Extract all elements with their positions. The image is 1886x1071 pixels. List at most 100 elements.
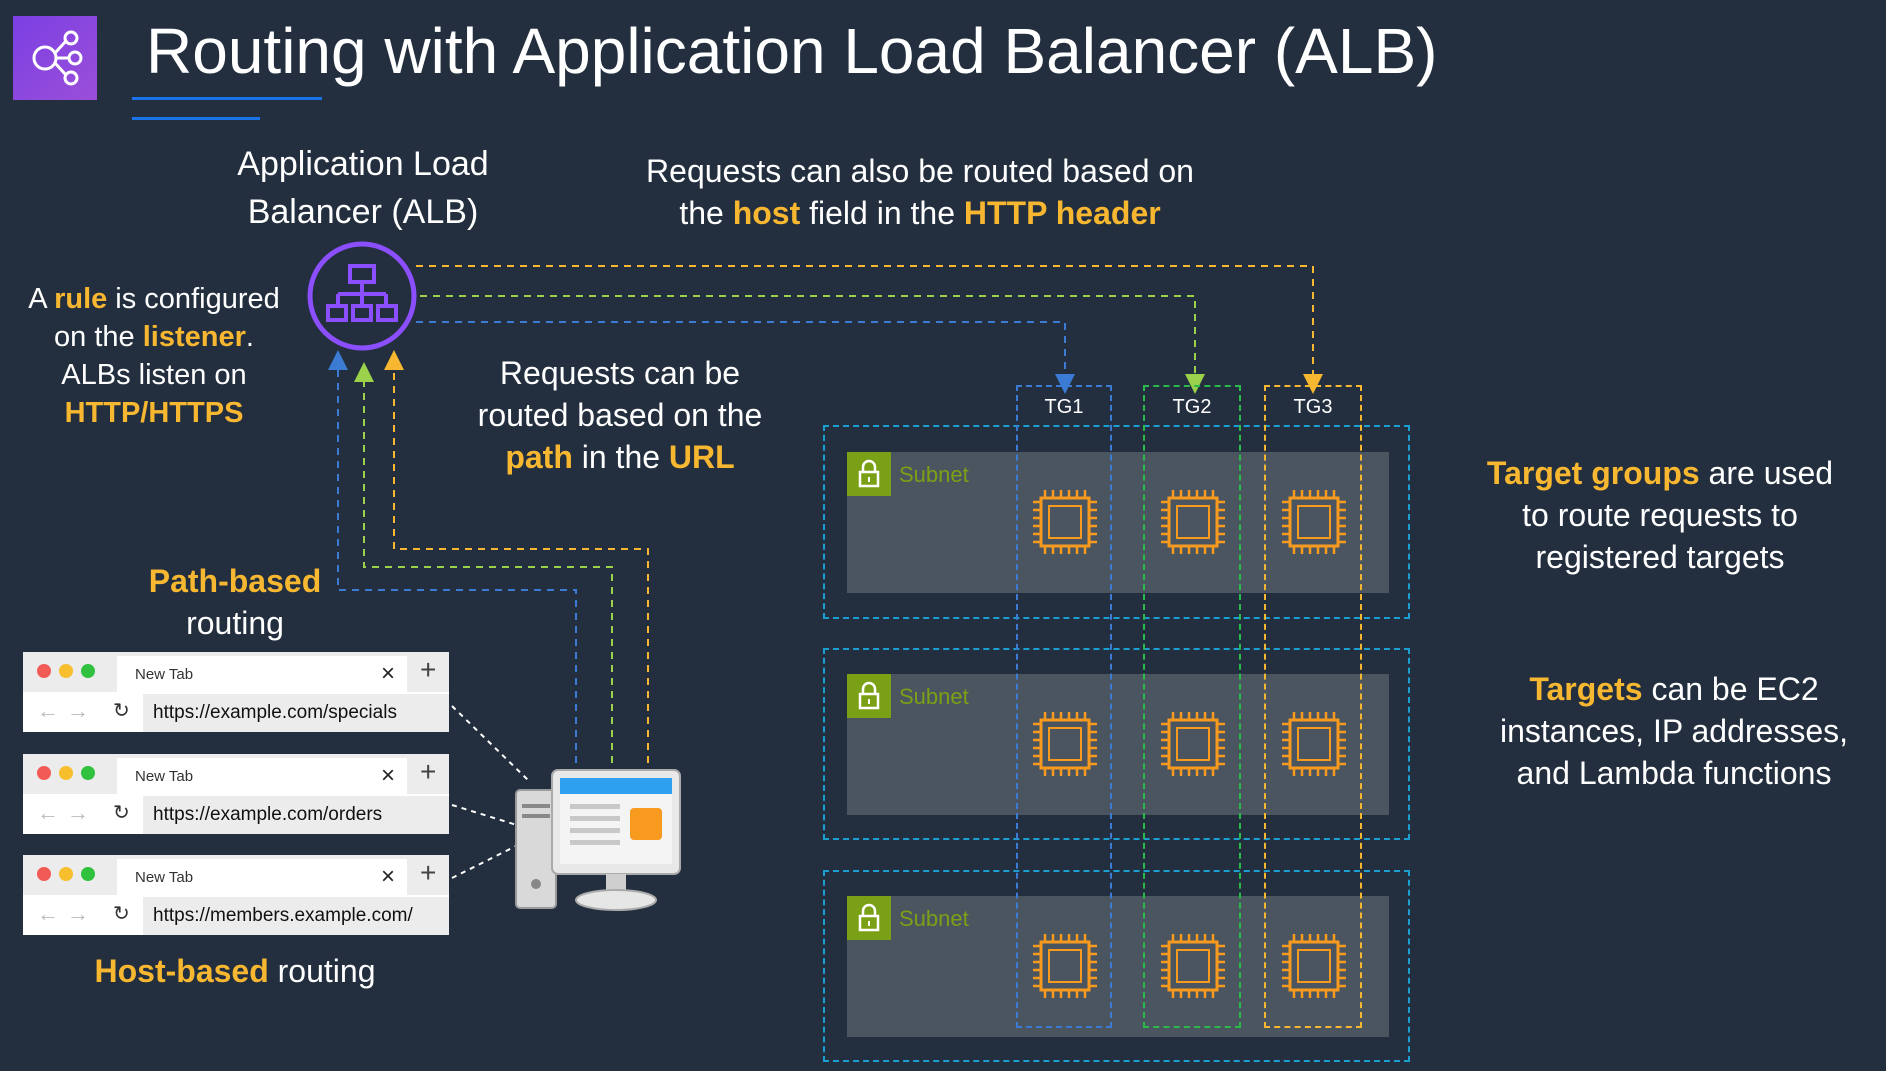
target-group-tg1[interactable] — [1016, 385, 1112, 1028]
target-group-tg3[interactable] — [1264, 385, 1362, 1028]
close-dot[interactable] — [37, 664, 51, 678]
close-icon[interactable]: × — [380, 863, 395, 890]
target-groups-line3: registered targets — [1535, 539, 1785, 575]
application-load-balancer-icon[interactable] — [306, 240, 418, 352]
title-underline — [132, 97, 322, 100]
ec2-instance-chip-icon[interactable] — [1280, 932, 1348, 1000]
browser-window-1: New Tab × + ← → ↻ https://example.com/sp… — [23, 652, 449, 732]
request-line-blue — [328, 350, 577, 763]
close-dot[interactable] — [37, 766, 51, 780]
ec2-instance-chip-icon[interactable] — [1280, 710, 1348, 778]
tab-label: New Tab — [135, 666, 194, 683]
route-line-tg2 — [420, 295, 1205, 394]
url-field[interactable]: https://example.com/specials — [143, 694, 449, 732]
ec2-instance-chip-icon[interactable] — [1031, 488, 1099, 556]
new-tab-icon[interactable]: + — [420, 654, 437, 685]
forward-arrow-icon[interactable]: → — [67, 800, 89, 825]
text-targets: Targets — [1529, 671, 1643, 707]
text-field-in-the: field in the — [800, 195, 964, 231]
tab-label: New Tab — [135, 768, 194, 785]
path-url-line2: routed based on the — [477, 397, 763, 433]
nav-bar: ← → ↻ https://example.com/orders — [23, 794, 449, 834]
text-path-based: Path-based — [148, 563, 322, 599]
maximize-dot[interactable] — [81, 766, 95, 780]
text-host-based: Host-based — [94, 953, 269, 989]
text-routing: routing — [268, 953, 376, 989]
subnet-panel-2: Subnet — [847, 674, 1389, 815]
close-icon[interactable]: × — [380, 660, 395, 687]
target-group-tg2[interactable] — [1143, 385, 1241, 1028]
nav-bar: ← → ↻ https://members.example.com/ — [23, 895, 449, 935]
browser-link-1 — [451, 705, 529, 781]
host-header-line1: Requests can also be routed based on — [646, 153, 1194, 189]
text-listener: listener — [142, 321, 246, 353]
vpc-zone-3 — [823, 870, 1410, 1062]
desktop-computer-icon — [512, 764, 684, 914]
minimize-dot[interactable] — [59, 867, 73, 881]
back-arrow-icon[interactable]: ← — [37, 698, 59, 723]
browser-tab[interactable]: New Tab × — [117, 859, 407, 895]
tg1-label: TG1 — [1044, 396, 1084, 418]
forward-arrow-icon[interactable]: → — [67, 698, 89, 723]
alb-label-line2: Balancer (ALB) — [247, 193, 479, 231]
reload-icon[interactable]: ↻ — [113, 700, 130, 722]
url-field[interactable]: https://example.com/orders — [143, 796, 449, 834]
ec2-instance-chip-icon[interactable] — [1031, 710, 1099, 778]
target-groups-note: Target groups are used to route requests… — [1460, 452, 1860, 578]
forward-arrow-icon[interactable]: → — [67, 901, 89, 926]
maximize-dot[interactable] — [81, 867, 95, 881]
lock-icon — [847, 896, 891, 940]
back-arrow-icon[interactable]: ← — [37, 800, 59, 825]
tg3-label: TG3 — [1293, 396, 1333, 418]
maximize-dot[interactable] — [81, 664, 95, 678]
tab-strip: New Tab × + — [23, 754, 449, 794]
text-a: A — [28, 283, 55, 315]
new-tab-icon[interactable]: + — [420, 857, 437, 888]
request-line-yellow — [384, 350, 649, 763]
tab-strip: New Tab × + — [23, 652, 449, 692]
lock-icon — [847, 674, 891, 718]
text-url: URL — [668, 439, 735, 475]
browser-window-3: New Tab × + ← → ↻ https://members.exampl… — [23, 855, 449, 935]
subnet-label: Subnet — [899, 462, 969, 487]
ec2-instance-chip-icon[interactable] — [1159, 488, 1227, 556]
text-routing: routing — [186, 605, 284, 641]
title-underline-secondary — [132, 117, 260, 120]
reload-icon[interactable]: ↻ — [113, 903, 130, 925]
new-tab-icon[interactable]: + — [420, 756, 437, 787]
text-path: path — [505, 439, 573, 475]
browser-tab[interactable]: New Tab × — [117, 758, 407, 794]
subnet-label: Subnet — [899, 684, 969, 709]
reload-icon[interactable]: ↻ — [113, 802, 130, 824]
targets-line2: instances, IP addresses, — [1499, 713, 1849, 749]
close-icon[interactable]: × — [380, 762, 395, 789]
targets-note: Targets can be EC2 instances, IP address… — [1474, 668, 1874, 794]
text-is-configured: is configured — [107, 283, 280, 315]
path-url-note: Requests can be routed based on the path… — [450, 352, 790, 478]
ec2-instance-chip-icon[interactable] — [1280, 488, 1348, 556]
ec2-instance-chip-icon[interactable] — [1159, 710, 1227, 778]
alb-label-line1: Application Load — [237, 145, 489, 183]
host-based-routing-label: Host-based routing — [60, 950, 410, 992]
ec2-instance-chip-icon[interactable] — [1159, 932, 1227, 1000]
text-albs-listen-on: ALBs listen on — [61, 359, 247, 391]
minimize-dot[interactable] — [59, 664, 73, 678]
browser-tab[interactable]: New Tab × — [117, 656, 407, 692]
lock-icon — [847, 452, 891, 496]
minimize-dot[interactable] — [59, 766, 73, 780]
ec2-instance-chip-icon[interactable] — [1031, 932, 1099, 1000]
back-arrow-icon[interactable]: ← — [37, 901, 59, 926]
text-host: host — [732, 195, 801, 231]
text-protocols: HTTP/HTTPS — [64, 397, 244, 429]
text-target-groups: Target groups — [1486, 455, 1700, 491]
host-header-note: Requests can also be routed based on the… — [610, 150, 1230, 234]
url-field[interactable]: https://members.example.com/ — [143, 897, 449, 935]
tg2-label: TG2 — [1172, 396, 1212, 418]
page-title: Routing with Application Load Balancer (… — [146, 15, 1438, 87]
vpc-zone-2 — [823, 648, 1410, 840]
elastic-load-balancing-icon — [13, 16, 97, 100]
vpc-zone-1 — [823, 425, 1410, 619]
rule-listener-note: A rule is configured on the listener. AL… — [14, 280, 294, 432]
close-dot[interactable] — [37, 867, 51, 881]
targets-line3: and Lambda functions — [1516, 755, 1832, 791]
